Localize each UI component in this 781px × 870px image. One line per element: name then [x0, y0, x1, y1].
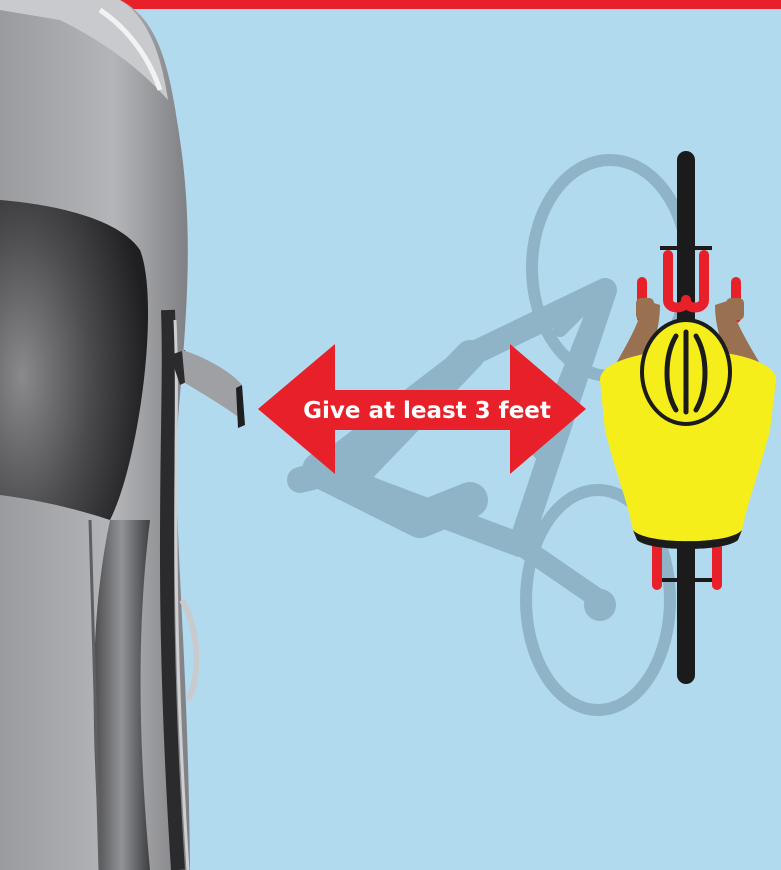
side-mirror-icon	[170, 350, 245, 428]
car-icon	[0, 0, 196, 870]
arrow-message: Give at least 3 feet	[282, 390, 572, 432]
helmet-icon	[642, 320, 730, 424]
